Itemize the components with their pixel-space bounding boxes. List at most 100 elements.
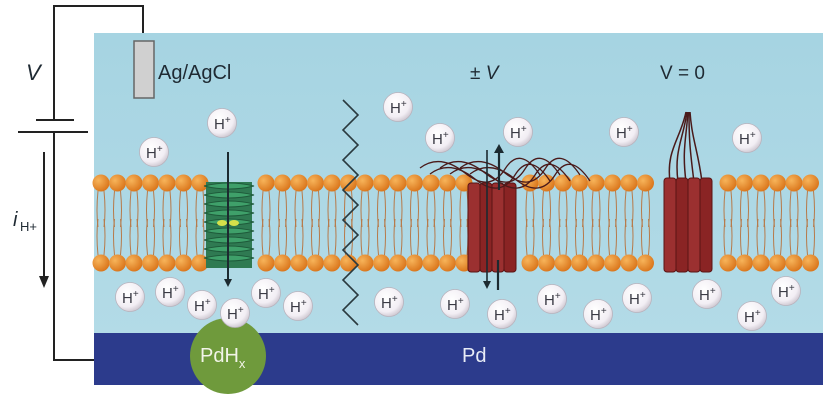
ion-label: H+ xyxy=(510,124,527,142)
lipid-head xyxy=(109,254,126,272)
ion-label: H+ xyxy=(494,306,511,324)
lipid-tail xyxy=(806,218,815,256)
lipid-head xyxy=(637,254,654,272)
ion-label: H+ xyxy=(214,115,231,133)
lipid-head xyxy=(719,174,737,192)
lipid-head xyxy=(785,254,803,272)
ion-label: H+ xyxy=(739,130,756,148)
zero-voltage-label: V = 0 xyxy=(660,63,705,84)
lipid-head xyxy=(769,254,786,272)
electrode-label: Ag/AgCl xyxy=(158,62,231,84)
lipid-head xyxy=(604,174,621,192)
peptide-loop xyxy=(449,163,571,189)
pdhx-label: PdHx xyxy=(200,345,246,371)
lipid-head xyxy=(158,254,176,272)
lipid-head xyxy=(92,174,110,192)
lipid-tail xyxy=(146,218,155,256)
lipid-tail xyxy=(327,218,337,256)
ion-label: H+ xyxy=(162,284,179,302)
ion-label: H+ xyxy=(699,286,716,304)
lipid-tail xyxy=(773,218,782,256)
lipid-tail xyxy=(624,218,634,256)
lipid-head xyxy=(406,254,423,272)
ion-label: H+ xyxy=(447,296,464,314)
green-helical-channel xyxy=(203,182,255,268)
peptide-loop xyxy=(429,163,551,189)
lipid-tail xyxy=(443,218,452,256)
peptide-strand xyxy=(668,111,687,183)
proton-ion: H+ xyxy=(487,299,517,329)
lipid-head xyxy=(521,174,539,192)
lipid-head xyxy=(142,174,159,192)
lipid-head xyxy=(191,254,209,272)
lipid-tail xyxy=(740,218,749,256)
binding-site xyxy=(229,220,239,226)
lipid-tail xyxy=(426,218,436,256)
proton-ion: H+ xyxy=(732,123,762,153)
lipid-head xyxy=(752,174,770,192)
lipid-head xyxy=(769,174,786,192)
ion-label: H+ xyxy=(544,291,561,309)
lipid-head xyxy=(719,254,737,272)
lipid-head xyxy=(736,174,753,192)
ion-label: H+ xyxy=(381,294,398,312)
helix-rod xyxy=(503,182,517,273)
lipid-tail xyxy=(393,218,403,256)
peptide-strand xyxy=(689,111,703,183)
ion-label: H+ xyxy=(432,130,449,148)
lipid-head xyxy=(422,174,440,192)
proton-ion: H+ xyxy=(207,108,237,138)
proton-ion: H+ xyxy=(283,291,313,321)
lipid-head xyxy=(373,254,390,272)
lipid-head xyxy=(571,254,588,272)
proton-ions: H+H+H+H+H+H+H+H+H+H+H+H+H+H+H+H+H+H+H+H+… xyxy=(115,92,801,331)
ion-label: H+ xyxy=(258,285,275,303)
helix-rod xyxy=(699,177,713,273)
lipid-head xyxy=(554,174,572,192)
lipid-tail xyxy=(179,218,188,256)
ion-label: H+ xyxy=(227,305,244,323)
proton-ion: H+ xyxy=(583,299,613,329)
lipid-head xyxy=(340,174,357,192)
lipid-head xyxy=(785,174,803,192)
lipid-head xyxy=(406,174,423,192)
proton-ion: H+ xyxy=(139,137,169,167)
proton-ion: H+ xyxy=(622,283,652,313)
lipid-head xyxy=(175,174,192,192)
ion-label: H+ xyxy=(390,99,407,117)
lipid-head xyxy=(125,174,143,192)
lipid-tail xyxy=(278,218,287,256)
lipid-tail xyxy=(723,218,733,256)
lipid-head xyxy=(142,254,159,272)
helix-rod xyxy=(687,177,701,273)
lipid-tail xyxy=(575,218,584,256)
lipid-head xyxy=(373,174,390,192)
proton-ion: H+ xyxy=(383,92,413,122)
peptide-strand xyxy=(688,111,695,183)
lipid-tail xyxy=(195,218,205,256)
proton-ion: H+ xyxy=(609,117,639,147)
lipid-head xyxy=(802,174,819,192)
lipid-tail xyxy=(294,218,304,256)
helix-rod xyxy=(479,182,493,273)
proton-ion: H+ xyxy=(503,117,533,147)
proton-ion: H+ xyxy=(440,289,470,319)
voltage-label: V xyxy=(26,60,43,85)
proton-ion: H+ xyxy=(220,298,250,328)
lipid-head xyxy=(389,174,407,192)
ag-agcl-electrode xyxy=(133,40,155,99)
ion-label: H+ xyxy=(122,289,139,307)
red-channel-open xyxy=(419,144,591,290)
lipid-head xyxy=(323,254,341,272)
lipid-tail xyxy=(162,218,172,256)
lipid-tail xyxy=(261,218,271,256)
lipid-tail xyxy=(410,218,419,256)
pm-voltage-label: ± V xyxy=(470,63,501,84)
lipid-head xyxy=(274,254,291,272)
lipid-head xyxy=(158,174,176,192)
lipid-head xyxy=(323,174,341,192)
lipid-head xyxy=(92,254,110,272)
peptide-strand xyxy=(676,111,688,183)
proton-flow-arrow-down xyxy=(224,152,232,287)
